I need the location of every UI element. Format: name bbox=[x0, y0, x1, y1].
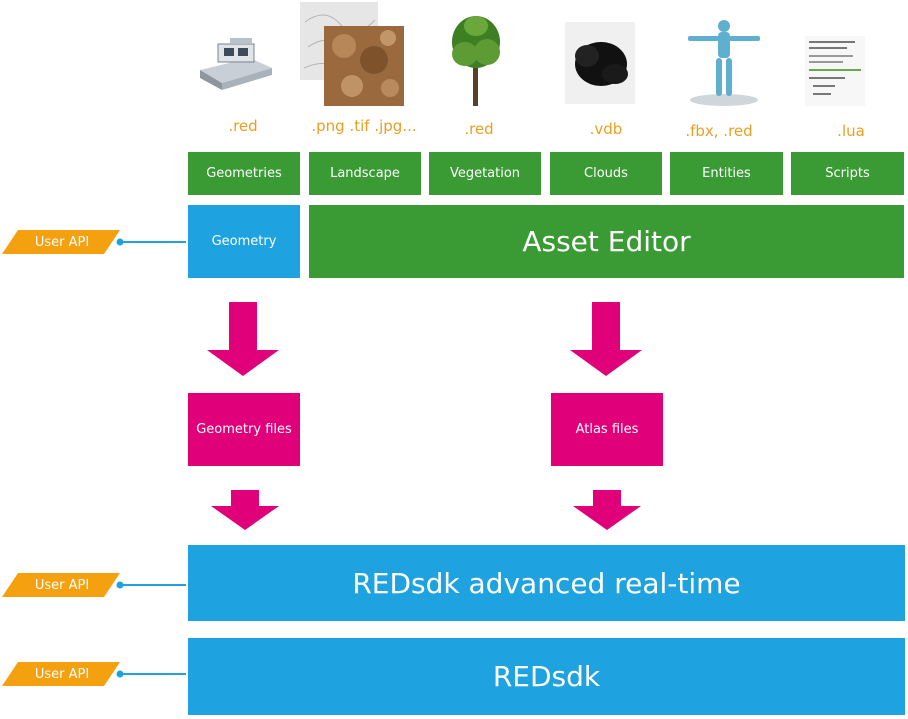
tree-thumbnail bbox=[452, 16, 500, 106]
arrow-down-geometry bbox=[207, 302, 279, 376]
redsdk-advanced-realtime-box: REDsdk advanced real-time bbox=[188, 545, 905, 621]
extension-label-geometries: .red bbox=[228, 117, 258, 135]
arrow-down-geometry-files bbox=[211, 490, 279, 530]
atlas-files-box: Atlas files bbox=[551, 393, 663, 466]
character-thumbnail bbox=[688, 20, 760, 106]
extension-label-clouds: .vdb bbox=[589, 120, 623, 138]
arrow-down-atlas-files bbox=[573, 490, 641, 530]
category-scripts: Scripts bbox=[791, 152, 904, 195]
extension-label-vegetation: .red bbox=[464, 120, 494, 138]
building-thumbnail bbox=[200, 38, 272, 90]
extension-label-landscape: .png .tif .jpg... bbox=[311, 117, 417, 135]
user-api-connector-3 bbox=[2, 662, 186, 686]
user-api-connector-2 bbox=[2, 573, 186, 597]
script-thumbnail bbox=[805, 36, 865, 106]
category-geometries: Geometries bbox=[188, 152, 300, 195]
asset-editor-box: Asset Editor bbox=[309, 205, 904, 278]
geometry-files-box: Geometry files bbox=[188, 393, 300, 466]
extension-label-entities: .fbx, .red bbox=[685, 122, 753, 140]
redsdk-box: REDsdk bbox=[188, 638, 905, 715]
category-clouds: Clouds bbox=[550, 152, 662, 195]
user-api-label-3: User API bbox=[34, 666, 90, 682]
category-entities: Entities bbox=[670, 152, 783, 195]
category-vegetation: Vegetation bbox=[429, 152, 541, 195]
extension-label-scripts: .lua bbox=[837, 122, 865, 140]
cloud-thumbnail bbox=[565, 22, 635, 104]
user-api-label-2: User API bbox=[34, 577, 90, 593]
user-api-connector-1 bbox=[2, 230, 186, 254]
arrow-down-atlas bbox=[570, 302, 642, 376]
geometry-editor-box: Geometry bbox=[188, 205, 300, 278]
category-landscape: Landscape bbox=[309, 152, 421, 195]
terrain-thumbnail bbox=[300, 2, 404, 106]
user-api-label-1: User API bbox=[34, 234, 90, 250]
